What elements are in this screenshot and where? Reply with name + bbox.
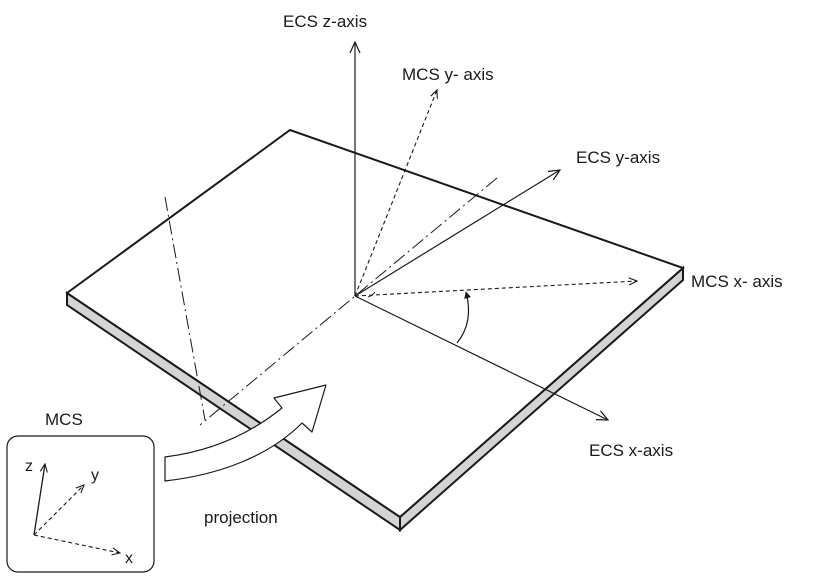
projection-line-2: [199, 177, 498, 426]
projection-label: projection: [204, 508, 278, 527]
ecs-y-axis: [354, 170, 560, 297]
inset-x-label: x: [125, 550, 133, 567]
ecs-z-axis-label: ECS z-axis: [283, 12, 367, 31]
ecs-x-axis-label: ECS x-axis: [589, 441, 673, 460]
mcs-x-axis-label: MCS x- axis: [691, 272, 783, 291]
mcs-y-axis: [354, 90, 437, 297]
mcs-inset-label: MCS: [45, 410, 83, 429]
inset-z-label: z: [25, 458, 33, 475]
ecs-x-axis: [354, 295, 608, 420]
inset-y-axis: [33, 485, 84, 536]
projection-line-1: [164, 196, 206, 421]
inset-z-axis: [33, 464, 45, 536]
angle-arc-icon: [456, 291, 472, 344]
ecs-y-axis-label: ECS y-axis: [576, 148, 660, 167]
inset-x-axis: [33, 534, 120, 553]
mcs-x-axis: [354, 281, 637, 297]
origin-arc-icon: [367, 291, 376, 298]
curved-projection-arrow-icon: [164, 384, 327, 482]
inset-y-label: y: [91, 467, 99, 484]
plate-top: [65, 128, 685, 519]
mcs-y-axis-label: MCS y- axis: [402, 65, 494, 84]
